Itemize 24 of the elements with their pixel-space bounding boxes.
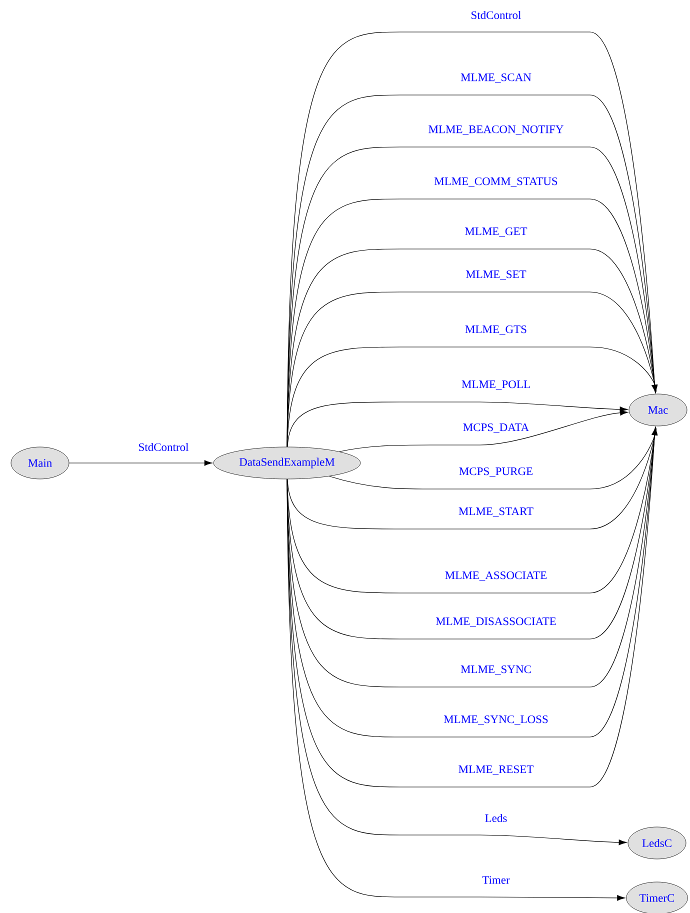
edge-label: MLME_POLL [460,379,532,391]
edge-label: MLME_ASSOCIATE [444,570,548,582]
edge-label: StdControl [470,10,522,20]
arrow [286,32,658,448]
edge-label: MLME_GET [464,226,528,238]
edge-label: MCPS_DATA [462,422,530,434]
edge-label: MLME_RESET [457,764,535,776]
edge-label: MLME_SCAN [460,72,532,84]
edge-label: MCPS_PURGE [458,466,534,478]
edge-label: StdControl [137,442,190,452]
arrow [339,410,628,452]
arrow [287,402,628,448]
arrow [286,346,658,448]
edge-label: MLME_SET [464,269,528,281]
edge-label: MLME_SYNC_LOSS [442,714,550,726]
edge-label: Timer [481,875,511,885]
edge-label: MLME_START [457,506,535,518]
edge-label: MLME_BEACON_NOTIFY [427,124,565,136]
edge-label: Leds [484,812,508,824]
edge-label: MLME_GTS [464,324,528,336]
edge-label: MLME_SYNC [460,664,532,676]
edge-label: MLME_COMM_STATUS [433,176,559,188]
edge-label: MLME_DISASSOCIATE [434,616,558,628]
arrow [68,460,212,466]
